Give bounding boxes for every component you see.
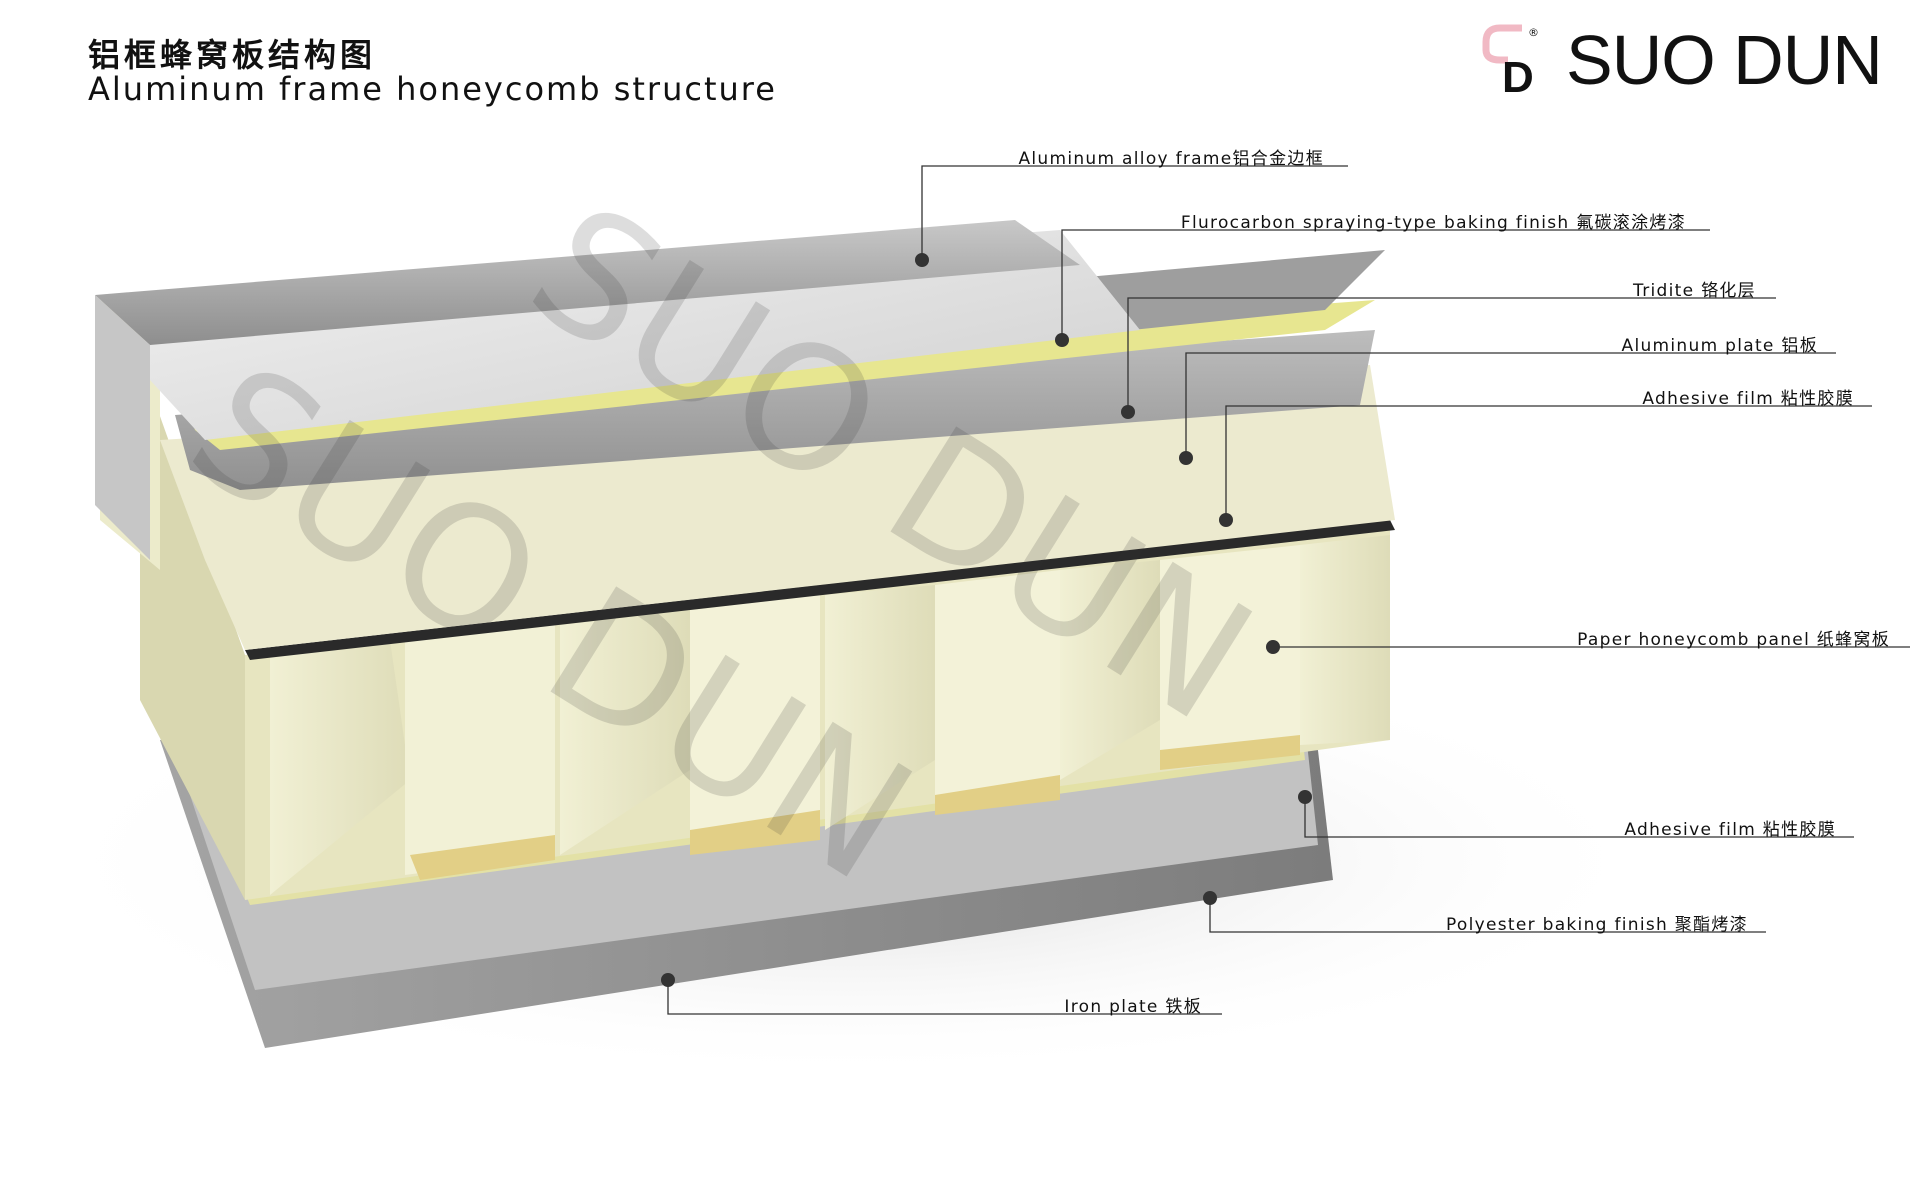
honeycomb-cell-floor [690,810,820,855]
leader-dot [1179,451,1193,465]
leader-line [1225,405,1872,520]
leader-line [921,165,1348,260]
honeycomb-cell [935,570,1060,800]
leader-dot [1266,640,1280,654]
leader-line [1185,352,1836,458]
honeycomb-cell [405,625,555,875]
honeycomb-cell [560,610,690,855]
honeycomb-cell [270,640,410,895]
leader-dot [1121,405,1135,419]
leader-lines [667,165,1910,1015]
honeycomb-cell [1160,545,1300,755]
label-aluminum-alloy-frame: Aluminum alloy frame铝合金边框 [1018,149,1324,169]
title-chinese: 铝框蜂窝板结构图 [88,36,377,74]
honeycomb-cell [690,595,820,850]
label-aluminum-plate: Aluminum plate 铝板 [1621,336,1818,356]
aluminum-frame-top [95,220,1080,345]
leader-dot [1055,333,1069,347]
honeycomb-cell-floor [935,775,1060,815]
brand-mark-pink-arc [1482,24,1522,64]
brand-name: SUO DUN [1566,21,1883,99]
leader-line [1209,898,1766,933]
honeycomb-cell [1300,535,1390,745]
leader-dots [661,253,1312,987]
brand-mark-letter: D [1502,53,1534,100]
leader-line [1304,797,1854,838]
leader-line [1127,297,1776,412]
label-paper-honeycomb-panel: Paper honeycomb panel 纸蜂窝板 [1577,630,1890,650]
brand-registered-mark: ® [1528,26,1539,39]
leader-line [667,980,1222,1015]
leader-dot [1298,790,1312,804]
honeycomb-cell-floor [1160,735,1300,770]
label-iron-plate: Iron plate 铁板 [1064,997,1202,1017]
leader-dot [1203,891,1217,905]
title-english: Aluminum frame honeycomb structure [88,70,777,108]
honeycomb-side-face [140,360,245,900]
brand-logo: ® D SUO DUN [1478,20,1908,100]
label-tridite: Tridite 铬化层 [1633,281,1756,301]
honeycomb-cell [1060,560,1160,780]
honeycomb-cell [825,585,935,830]
honeycomb-core [245,520,1395,900]
honeycomb-top-edge [245,520,1395,660]
brand-mark-icon: ® D [1482,24,1539,100]
leader-dot [661,973,675,987]
aluminum-plate-layer [175,330,1375,490]
leader-dot [915,253,929,267]
leader-dot [1219,513,1233,527]
label-adhesive-film-top: Adhesive film 粘性胶膜 [1642,389,1854,409]
label-adhesive-film-bottom: Adhesive film 粘性胶膜 [1624,820,1836,840]
label-polyester-finish: Polyester baking finish 聚酯烤漆 [1445,915,1748,935]
label-flurocarbon-finish: Flurocarbon spraying-type baking finish … [1180,213,1686,233]
honeycomb-cell-floor [410,835,555,880]
aluminum-frame-left [95,295,150,560]
leader-line [1061,229,1710,340]
